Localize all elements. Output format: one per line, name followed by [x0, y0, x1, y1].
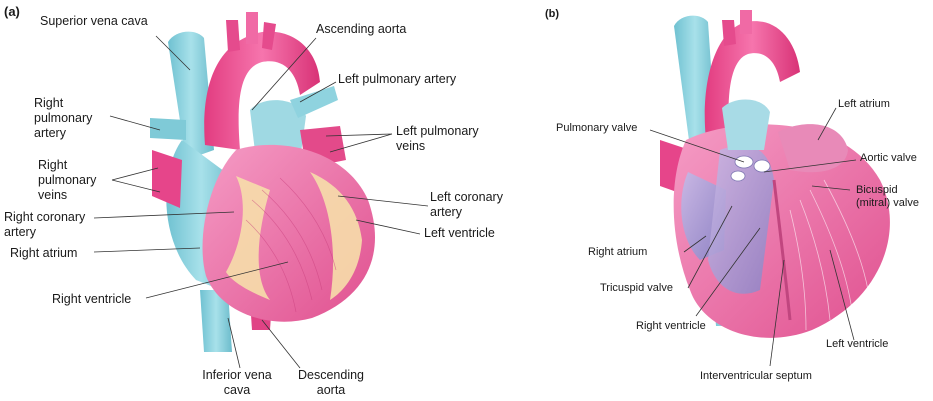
label-right-ventricle: Right ventricle — [52, 292, 131, 307]
label-descending-aorta: Descending aorta — [290, 368, 372, 398]
panel-b-tag: (b) — [545, 8, 559, 21]
label-right-ventricle-b: Right ventricle — [636, 320, 706, 333]
label-tricuspid-valve: Tricuspid valve — [600, 282, 673, 295]
label-left-atrium: Left atrium — [838, 98, 890, 111]
left-pulmonary-artery-shape — [290, 86, 338, 118]
label-ascending-aorta: Ascending aorta — [316, 22, 406, 37]
label-interventricular-septum: Interventricular septum — [700, 370, 812, 383]
label-right-atrium: Right atrium — [10, 246, 77, 261]
label-right-coronary-artery: Right coronary artery — [4, 210, 85, 240]
label-inferior-vena-cava: Inferior vena cava — [196, 368, 278, 398]
label-left-ventricle-b: Left ventricle — [826, 338, 888, 351]
label-left-pulmonary-artery: Left pulmonary artery — [338, 72, 456, 87]
heart-internal-view — [660, 10, 890, 338]
label-aortic-valve: Aortic valve — [860, 152, 917, 165]
label-bicuspid-valve: Bicuspid (mitral) valve — [856, 184, 919, 210]
label-right-atrium-b: Right atrium — [588, 246, 647, 259]
label-left-coronary-artery: Left coronary artery — [430, 190, 503, 220]
right-pulmonary-veins-shape — [152, 150, 182, 208]
label-right-pulmonary-artery: Right pulmonary artery — [34, 96, 92, 140]
label-left-pulmonary-veins: Left pulmonary veins — [396, 124, 479, 154]
heart-external-view — [150, 12, 375, 352]
panel-a-tag: (a) — [4, 4, 20, 19]
label-superior-vena-cava: Superior vena cava — [40, 14, 148, 29]
left-atrium-b-shape — [778, 124, 848, 172]
label-pulmonary-valve: Pulmonary valve — [556, 122, 637, 135]
label-right-pulmonary-veins: Right pulmonary veins — [38, 158, 96, 202]
label-left-ventricle: Left ventricle — [424, 226, 495, 241]
